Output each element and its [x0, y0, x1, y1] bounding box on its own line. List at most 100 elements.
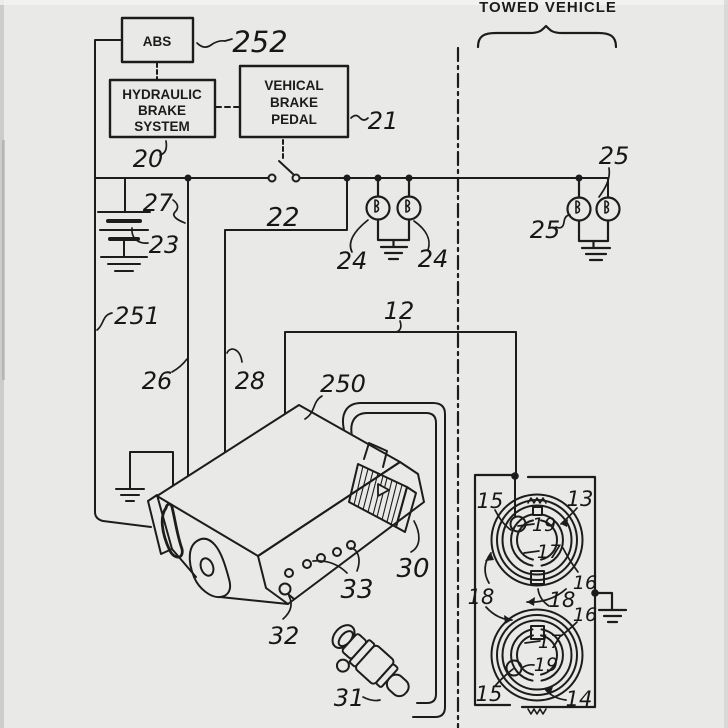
hydraulic-box-line3: SYSTEM: [134, 119, 190, 134]
ref-label-25a: 25: [530, 216, 561, 244]
switch-contact-left: [267, 173, 277, 183]
ground-battery: [100, 256, 148, 272]
adjuster-spring: [527, 708, 547, 715]
towed-vehicle-brace: [476, 24, 618, 49]
leader-16a: [562, 547, 579, 573]
leader-30: [410, 520, 420, 553]
leader-19b: [521, 663, 535, 669]
towed-box-left: [473, 473, 518, 707]
leader-lines: [96, 38, 611, 702]
ref-label-33: 33: [340, 575, 373, 605]
lamp-coil: [604, 200, 610, 214]
controller-bottom-edge: [171, 548, 289, 605]
ref-label-19b: 19: [534, 654, 558, 676]
lamp-coil: [374, 199, 380, 213]
switch-contact-right: [291, 173, 301, 183]
ref-label-23: 23: [149, 231, 180, 259]
stop-lamps-right: [566, 176, 621, 262]
page-edge-right: [724, 0, 728, 728]
controller-lever: [160, 502, 184, 559]
leader-23: [131, 227, 149, 244]
connector-plug-drawing: [331, 624, 410, 698]
knob-tab: [363, 442, 388, 468]
ref-label-17b: 17: [538, 631, 562, 653]
leader-17b: [524, 640, 541, 644]
rotation-arrows: [484, 552, 567, 606]
connector-stub-32: [278, 582, 292, 596]
ref-label-31: 31: [334, 684, 365, 712]
cable-outer: [342, 402, 446, 718]
ref-label-22: 22: [266, 203, 299, 233]
ground-towed: [597, 608, 628, 624]
switch-lever: [278, 160, 294, 175]
brake-shoe-right: [540, 513, 564, 567]
cable-inner: [350, 412, 437, 704]
leader-16b: [560, 621, 578, 637]
ref-label-250: 250: [320, 370, 366, 398]
leader-17a: [523, 550, 540, 554]
leader-26: [171, 358, 188, 373]
knob-arrow: [377, 483, 390, 497]
ref-label-18b: 18: [549, 588, 576, 612]
stop-lamps-left: [365, 176, 422, 261]
brake-shoe-left: [510, 513, 534, 567]
lamp-coil: [575, 200, 581, 214]
ground-towed-wire: [593, 591, 614, 611]
magnet-19: [509, 515, 527, 533]
ref-label-27: 27: [143, 189, 174, 217]
leader-31: [362, 696, 381, 702]
led-hole: [284, 568, 294, 578]
leader-251: [96, 312, 113, 331]
brake-shoe-left: [510, 628, 534, 682]
leader-19a: [517, 523, 535, 527]
leader-250: [304, 395, 323, 420]
lamp-coil: [405, 199, 411, 213]
connector-stub-32-side: [287, 593, 295, 600]
leader-25a: [555, 214, 571, 229]
brake-shoe-right-lining: [540, 519, 558, 561]
led-hole: [332, 547, 342, 557]
vehicle-brake-pedal-box: [238, 64, 350, 139]
leader-28: [226, 348, 243, 363]
ref-label-26: 26: [142, 367, 173, 395]
brake-shoe-left-lining: [516, 634, 534, 676]
ref-label-30: 30: [396, 554, 429, 584]
ref-label-25b: 25: [599, 142, 630, 170]
plug-key-ring: [335, 658, 350, 673]
ref-label-18a: 18: [468, 585, 495, 609]
ref-label-21: 21: [368, 107, 399, 135]
ref-label-19a: 19: [532, 514, 556, 536]
leader-24b: [413, 220, 430, 251]
wire-abs-left: [94, 39, 152, 528]
ground-controller: [115, 488, 145, 502]
abs-box-label: ABS: [143, 34, 172, 49]
ref-label-251: 251: [114, 302, 160, 330]
ground-lamps-right: [580, 246, 612, 262]
page-top-strip: [0, 0, 728, 5]
drum-brake-bottom: [490, 608, 584, 715]
anchor-slot: [530, 570, 545, 585]
anchor-slot: [530, 625, 545, 640]
adjuster-spring: [527, 497, 547, 504]
leader-18b: [537, 588, 550, 607]
leader-27: [172, 199, 186, 224]
ref-label-15b: 15: [476, 682, 503, 706]
towed-vehicle-label: TOWED VEHICLE: [479, 0, 617, 16]
bracket-hole: [199, 557, 215, 577]
ref-label-16b: 16: [573, 604, 597, 626]
ref-label-28: 28: [235, 367, 266, 395]
hydraulic-brake-system-box: [108, 78, 217, 139]
ref-label-20: 20: [133, 145, 164, 173]
leader-20: [159, 140, 168, 156]
leader-13: [560, 507, 578, 525]
leader-33a: [312, 559, 348, 574]
wire-28: [224, 177, 348, 453]
page-edge-left-smudge: [2, 140, 5, 380]
knob-30-side: [395, 486, 417, 533]
leader-32: [282, 595, 292, 620]
leader-15a: [494, 509, 512, 531]
wire-harness-12: [284, 331, 517, 476]
controller-front-face: [257, 461, 425, 605]
ref-label-32: 32: [269, 622, 300, 650]
